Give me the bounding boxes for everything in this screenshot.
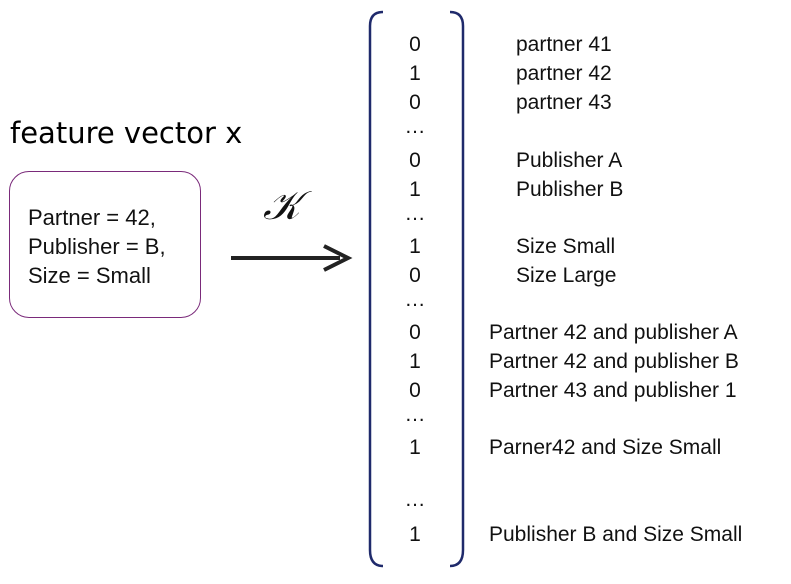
- vector-label: Partner 43 and publisher 1: [489, 379, 737, 402]
- feature-partner: Partner = 42,: [28, 205, 156, 230]
- vector-value: 1: [409, 350, 421, 373]
- vector-label: partner 41: [516, 33, 612, 56]
- vector-value: 1: [409, 235, 421, 258]
- diagram-title: feature vector x: [10, 116, 243, 150]
- vector-label: Publisher B: [516, 178, 624, 201]
- vector-label: Partner 42 and publisher A: [489, 321, 738, 344]
- vector-value: 1: [409, 523, 421, 546]
- vector-value: 0: [409, 33, 421, 56]
- vector-ellipsis: …: [404, 288, 426, 311]
- vector-value: 0: [409, 264, 421, 287]
- vector-ellipsis: …: [404, 488, 426, 511]
- vector-label: partner 42: [516, 62, 612, 85]
- vector-label: Size Small: [516, 235, 616, 258]
- vector-label: Parner42 and Size Small: [489, 436, 722, 459]
- vector-label: partner 43: [516, 91, 612, 114]
- mapping-arrow: [231, 244, 353, 272]
- vector-ellipsis: …: [404, 115, 426, 138]
- vector-right-bracket: [449, 10, 465, 568]
- vector-value: 0: [409, 321, 421, 344]
- vector-label: Publisher B and Size Small: [489, 523, 743, 546]
- vector-value: 1: [409, 62, 421, 85]
- vector-value: 0: [409, 91, 421, 114]
- vector-label: Size Large: [516, 264, 617, 287]
- feature-size: Size = Small: [28, 263, 151, 288]
- vector-ellipsis: …: [404, 403, 426, 426]
- feature-publisher: Publisher = B,: [28, 234, 166, 259]
- kernel-symbol: 𝒦: [263, 183, 301, 229]
- vector-value: 0: [409, 379, 421, 402]
- vector-value: 0: [409, 149, 421, 172]
- vector-ellipsis: …: [404, 202, 426, 225]
- vector-left-bracket: [368, 10, 384, 568]
- vector-value: 1: [409, 436, 421, 459]
- vector-label: Partner 42 and publisher B: [489, 350, 739, 373]
- feature-box: Partner = 42, Publisher = B, Size = Smal…: [9, 171, 201, 318]
- vector-label: Publisher A: [516, 149, 623, 172]
- vector-value: 1: [409, 178, 421, 201]
